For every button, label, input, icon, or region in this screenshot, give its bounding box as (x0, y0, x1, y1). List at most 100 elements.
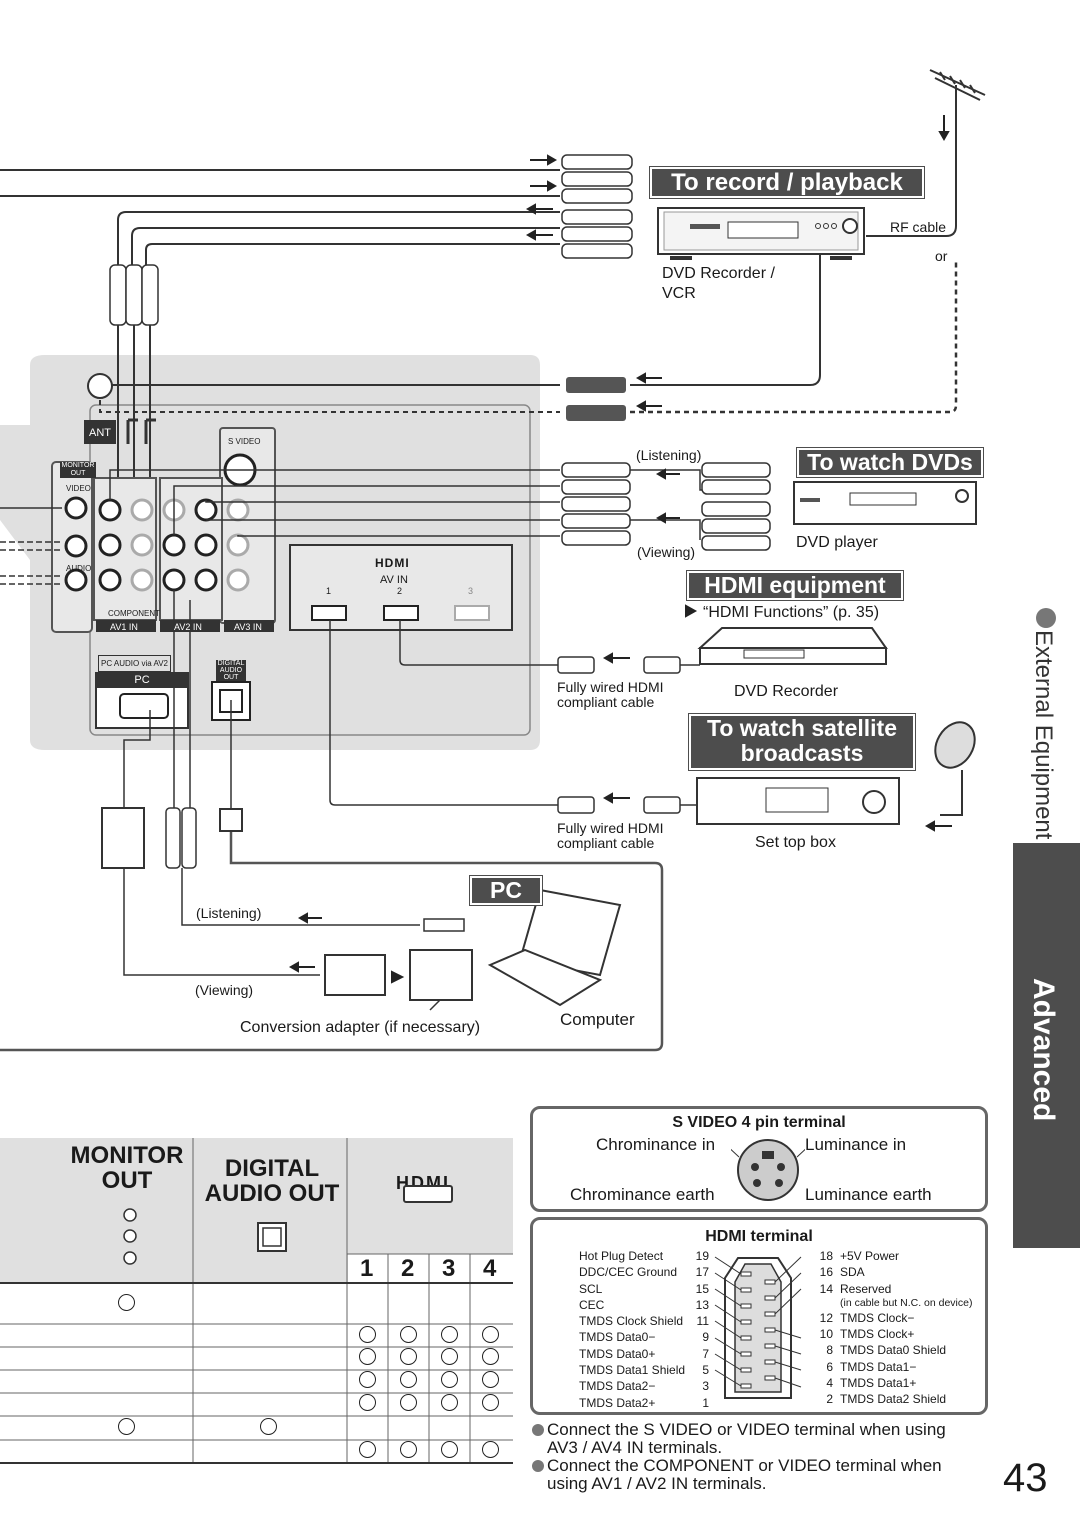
hdmi-port-headers: 1 2 3 4 (348, 1254, 513, 1283)
hdmi-pin-name: TMDS Clock+ (840, 1327, 915, 1342)
hdmi-panel-logo: HDMI (375, 556, 410, 570)
conversion-adapter-label: Conversion adapter (if necessary) (240, 1019, 481, 1036)
hdmi-port-header-3: 3 (442, 1255, 456, 1282)
hdmi-pin-name: TMDS Data0 Shield (840, 1343, 947, 1358)
antenna-icon (929, 69, 986, 125)
hdmi-port-mark (359, 1348, 376, 1365)
connection-diagram (0, 69, 986, 1052)
hdmi-pin-number: 4 (826, 1376, 833, 1391)
hdmi-port-mark (400, 1441, 417, 1458)
hdmi-port-3-label: 3 (468, 586, 474, 596)
svideo-chroma-earth: Chrominance earth (570, 1185, 715, 1204)
rf-cable-label: RF cable (890, 219, 947, 235)
hdmi-pin-number: 3 (702, 1379, 709, 1394)
hdmi-port-mark (441, 1326, 458, 1343)
hdmi-pin-name: TMDS Clock Shield (579, 1314, 684, 1329)
svideo-chroma-in: Chrominance in (596, 1135, 716, 1154)
rca-plugs-pc-audio (165, 807, 197, 869)
satellite-banner: To watch satellite broadcasts (688, 713, 916, 771)
monitor-out-mark (118, 1294, 135, 1311)
hdmi-pin-name: Hot Plug Detect (579, 1249, 664, 1263)
hdmi-pin-number: 10 (819, 1327, 833, 1342)
hdmi-pin-number: 16 (819, 1265, 833, 1280)
hdmi-port-mark (482, 1326, 499, 1343)
hdmi-pin-number: 2 (826, 1392, 833, 1407)
or-label: or (935, 248, 948, 264)
tv-panel-ports (64, 418, 513, 729)
hdmi-pin-name: SDA (840, 1265, 865, 1280)
hdmi-port-mark (441, 1441, 458, 1458)
hdmi-pin-number: 7 (702, 1346, 709, 1361)
hdmi-pin-left-row: TMDS Data0−9 (579, 1329, 709, 1345)
svideo-title: S VIDEO 4 pin terminal (672, 1114, 846, 1131)
satellite-dish-icon (934, 721, 976, 816)
hdmi-port-mark (400, 1326, 417, 1343)
hdmi-port-2-label: 2 (397, 586, 403, 596)
hdmi-port-1-label: 1 (326, 586, 332, 596)
av1-in-label: AV1 IN (110, 622, 138, 632)
hdmi-pin-number: 6 (826, 1359, 833, 1374)
av-in-panel-label: AV IN (380, 574, 408, 586)
dvd-recorder-vcr-label-1: DVD Recorder / (662, 265, 775, 282)
hdmi-pin-name: TMDS Clock− (840, 1310, 915, 1325)
hdmi-port-mark (400, 1348, 417, 1365)
digital-audio-heading: DIGITAL AUDIO OUT (196, 1156, 348, 1206)
hdmi-pin-number: 1 (702, 1395, 709, 1410)
monitor-out-heading: MONITOR OUT (62, 1143, 192, 1193)
page-number: 43 (1003, 1456, 1048, 1500)
compat-table-grid (0, 1138, 513, 1464)
note-bullet-1 (532, 1424, 544, 1436)
note-2: Connect the COMPONENT or VIDEO terminal … (532, 1457, 942, 1493)
hdmi-equipment-banner: HDMI equipment (686, 570, 904, 601)
external-equipment-section-label: External Equipment (1030, 630, 1057, 840)
component-panel-label: COMPONENT (108, 609, 160, 618)
set-top-box-device (696, 777, 900, 825)
monitor-out-heading-1: MONITOR (70, 1142, 184, 1169)
hdmi-pin-right-row: 16 SDA (813, 1264, 983, 1280)
hdmi-pin-right-row: 6 TMDS Data1− (813, 1359, 983, 1375)
hdmi-pin-name: TMDS Data2+ (579, 1395, 656, 1410)
hdmi-pin-note: (in cable but N.C. on device) (840, 1296, 973, 1309)
note-2-line-2: using AV1 / AV2 IN terminals. (547, 1474, 767, 1493)
hdmi-port-mark (359, 1441, 376, 1458)
digital-audio-heading-1: DIGITAL (224, 1155, 320, 1182)
rf-plug (566, 377, 626, 393)
hdmi-pin-number: 19 (695, 1249, 709, 1263)
digital-audio-mark (260, 1418, 277, 1435)
vga-connector-adapter (324, 949, 473, 1001)
vga-plug (101, 807, 145, 869)
note-2-line-1: Connect the COMPONENT or VIDEO terminal … (547, 1456, 942, 1475)
hdmi-terminal-title: HDMI terminal (705, 1228, 813, 1245)
dvd-recorder-label: DVD Recorder (734, 683, 839, 700)
hdmi-pin-name: TMDS Data1− (840, 1359, 917, 1374)
hdmi-pin-name: TMDS Data0− (579, 1330, 656, 1345)
listening-label-pc: (Listening) (196, 905, 262, 921)
record-playback-banner: To record / playback (649, 166, 925, 199)
hdmi-port-mark (359, 1371, 376, 1388)
svideo-luma-earth: Luminance earth (805, 1185, 932, 1204)
hdmi-port-mark (400, 1394, 417, 1411)
svideo-connector-icon (731, 1139, 805, 1201)
hdmi-port-mark (482, 1371, 499, 1388)
viewing-label-pc: (Viewing) (195, 982, 254, 998)
advanced-tab[interactable]: Advanced (1013, 843, 1080, 1248)
digital-audio-out-panel-label: DIGITAL AUDIO OUT (216, 660, 246, 681)
hdmi-pin-name: TMDS Data2− (579, 1379, 656, 1394)
hdmi-pin-left-row: Hot Plug Detect 19 (579, 1248, 709, 1264)
external-equipment-bullet (1036, 608, 1056, 628)
viewing-label-dvd: (Viewing) (637, 544, 696, 560)
listening-label-dvd: (Listening) (636, 447, 702, 463)
hdmi-port-header-1: 1 (360, 1255, 374, 1282)
hdmi-pin-name: TMDS Data2 Shield (840, 1392, 947, 1407)
hdmi-cable-label-2a: Fully wired HDMI (557, 820, 664, 836)
hdmi-pin-name: TMDS Data0+ (579, 1346, 656, 1361)
hdmi-plugs (557, 656, 681, 814)
hdmi-pin-number: 8 (826, 1343, 833, 1358)
